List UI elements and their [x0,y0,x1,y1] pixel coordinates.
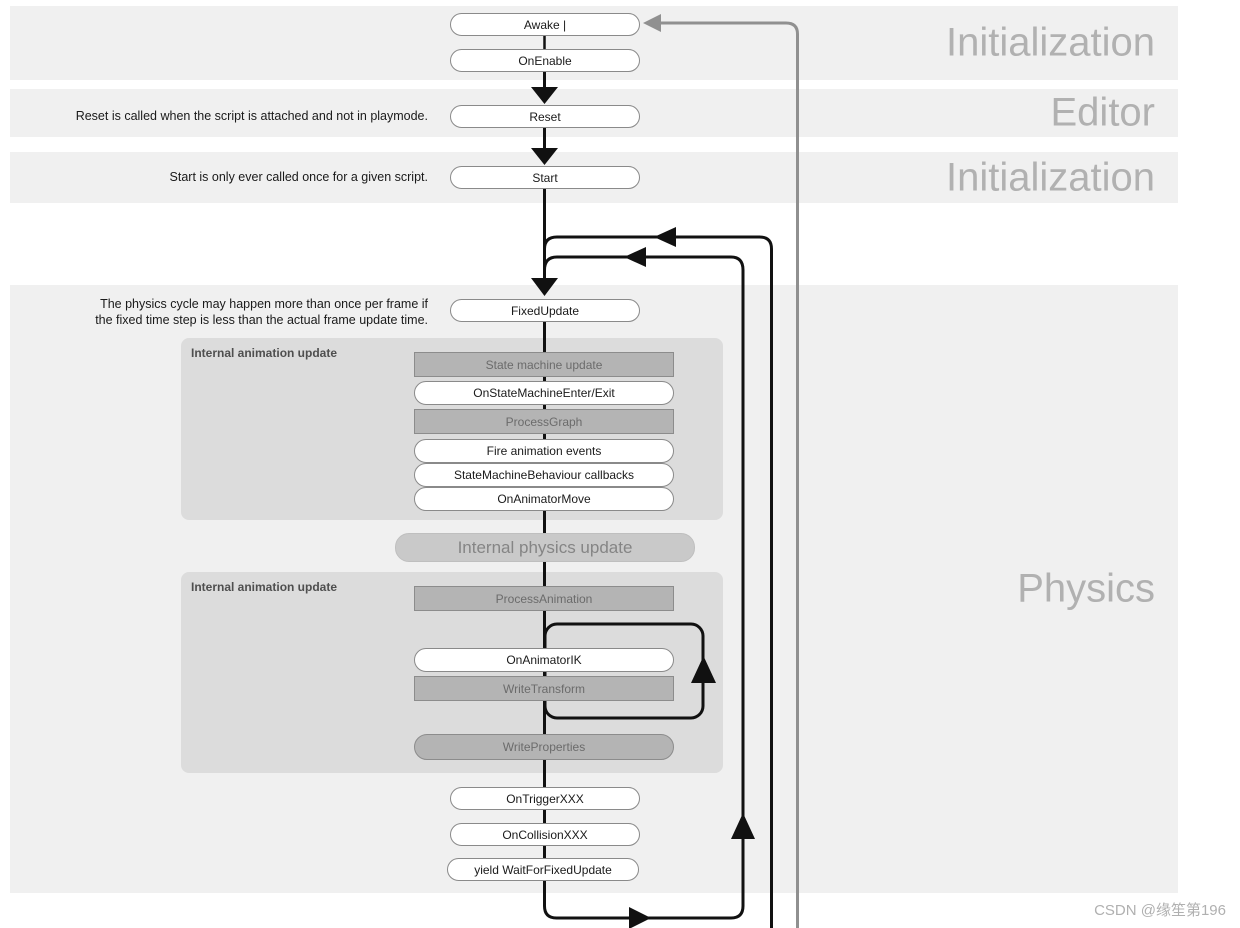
physics-loop-arrowhead-left [624,247,646,267]
node-start[interactable]: Start [450,166,640,189]
node-writeproperties: WriteProperties [414,734,674,760]
animator-ik-loop-arrowhead-up [691,656,716,683]
node-writetransform: WriteTransform [414,676,674,701]
arrowhead-into-reset [531,87,558,104]
note-physics-line1: The physics cycle may happen more than o… [100,297,428,311]
node-yield-waitforfixedupdate[interactable]: yield WaitForFixedUpdate [447,858,639,881]
node-onanimatorik[interactable]: OnAnimatorIK [414,648,674,672]
note-start: Start is only ever called once for a giv… [169,170,428,184]
node-ontriggerxxx[interactable]: OnTriggerXXX [450,787,640,810]
arrowhead-into-start [531,148,558,165]
gray-loop-arrowhead [643,14,661,32]
note-physics-line2: the fixed time step is less than the act… [95,313,428,327]
group-label-internal-animation-update-2: Internal animation update [191,580,338,594]
band-editor: Editor [10,89,1178,137]
node-statemachinebehaviour-callbacks[interactable]: StateMachineBehaviour callbacks [414,463,674,487]
node-processanimation: ProcessAnimation [414,586,674,611]
gray-loop-line [661,21,799,928]
node-onenable[interactable]: OnEnable [450,49,640,72]
node-fire-animation-events[interactable]: Fire animation events [414,439,674,463]
node-processgraph: ProcessGraph [414,409,674,434]
node-internal-physics-update: Internal physics update [395,533,695,562]
node-reset[interactable]: Reset [450,105,640,128]
node-oncollisionxxx[interactable]: OnCollisionXXX [450,823,640,846]
main-flow-line [543,255,745,920]
note-physics-cycle: The physics cycle may happen more than o… [95,296,428,328]
arrowhead-into-fixedupdate [531,278,558,296]
band-label-initialization-2: Initialization [945,155,1155,199]
band-label-editor: Editor [1050,90,1156,135]
band-label-physics: Physics [1017,566,1155,611]
node-awake[interactable]: Awake | [450,13,640,36]
node-fixedupdate[interactable]: FixedUpdate [450,299,640,322]
group-label-internal-animation-update-1: Internal animation update [191,346,338,360]
note-reset: Reset is called when the script is attac… [75,109,428,123]
node-onstatemachineenter-exit[interactable]: OnStateMachineEnter/Exit [414,381,674,405]
node-onanimatormove[interactable]: OnAnimatorMove [414,487,674,511]
physics-loop-arrowhead-up [731,813,755,839]
band-label-initialization-1: Initialization [945,20,1155,65]
node-state-machine-update: State machine update [414,352,674,377]
outer-loop-arrowhead [654,227,676,247]
csdn-watermark: CSDN @缘笙第196 [1094,902,1226,919]
physics-loop-arrowhead-right [629,907,651,928]
